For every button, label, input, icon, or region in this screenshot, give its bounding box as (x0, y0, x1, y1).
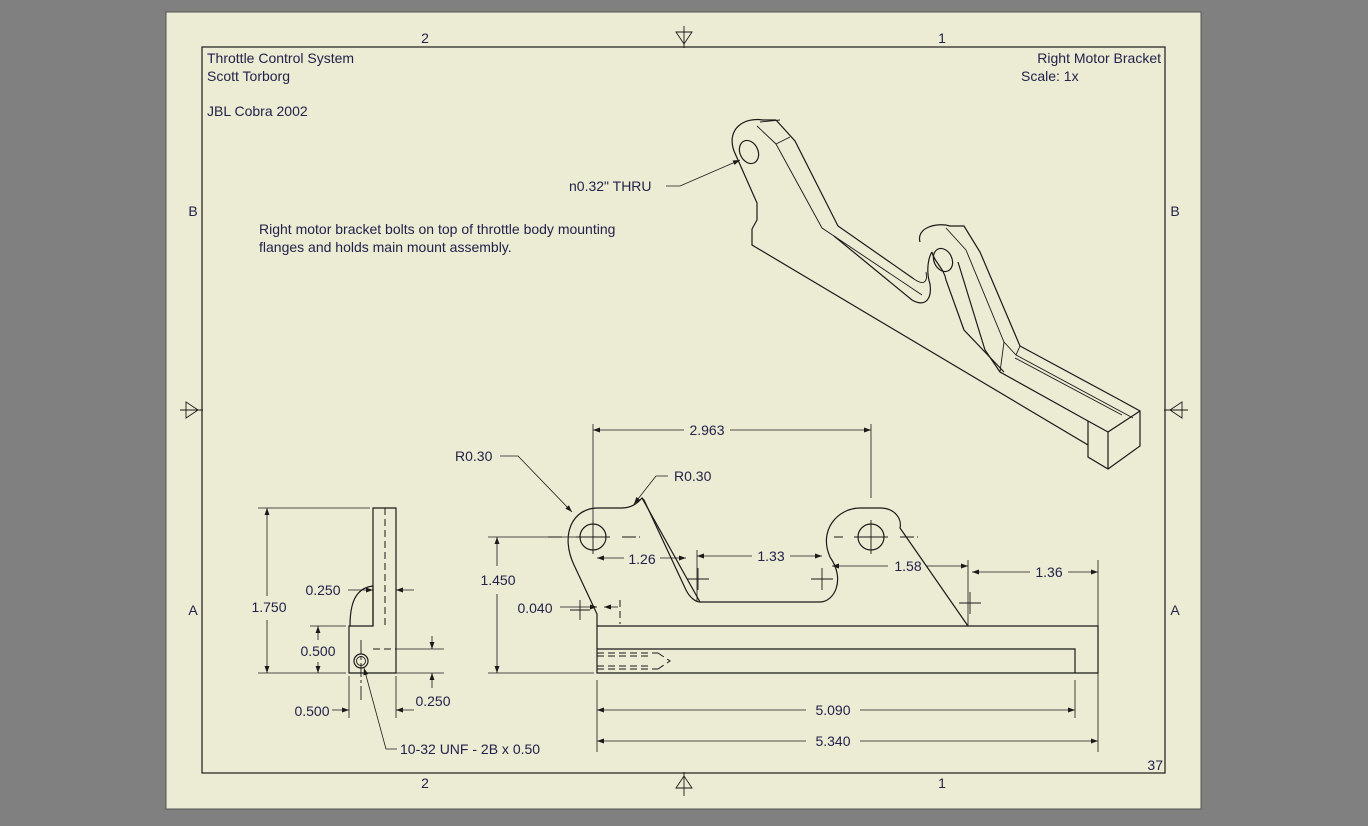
project-title: Throttle Control System (207, 50, 354, 66)
sheet-number: 37 (1147, 757, 1163, 773)
zone-label-bottom-left: 2 (421, 775, 429, 791)
author-name: Scott Torborg (207, 68, 290, 84)
side-dim-0-250-top: 0.250 (305, 582, 340, 598)
isometric-view (731, 118, 1141, 470)
side-dim-0-500-mid: 0.500 (300, 643, 335, 659)
dim-1-33: 1.33 (757, 548, 784, 564)
side-view-dimensions (258, 507, 444, 750)
zone-label-bottom-right: 1 (938, 775, 946, 791)
dim-0-040: 0.040 (517, 600, 552, 616)
organization-label: JBL Cobra 2002 (207, 103, 308, 119)
centering-mark-bottom (675, 772, 693, 796)
dim-radius-left: R0.30 (455, 448, 493, 464)
scale-label: Scale: 1x (1021, 68, 1079, 84)
part-name: Right Motor Bracket (1037, 50, 1161, 66)
centering-mark-right (1164, 401, 1188, 419)
description-note-line2: flanges and holds main mount assembly. (259, 239, 512, 255)
hole-callout-leader (666, 159, 741, 187)
zone-label-top-left: 2 (421, 30, 429, 46)
dim-top-span: 2.963 (689, 422, 724, 438)
dim-1-26: 1.26 (628, 551, 655, 567)
zone-label-left-a: A (188, 602, 198, 618)
centering-mark-top (675, 26, 693, 48)
hole-callout-text: n0.32" THRU (569, 178, 652, 194)
dim-5-090: 5.090 (815, 702, 850, 718)
dim-1-450: 1.450 (480, 572, 515, 588)
side-dim-1-750: 1.750 (251, 599, 286, 615)
dim-5-340: 5.340 (815, 733, 850, 749)
side-dim-0-250-bottom: 0.250 (415, 693, 450, 709)
side-dim-0-500-bottom: 0.500 (294, 703, 329, 719)
paper-sheet (165, 11, 1202, 810)
centering-mark-left (180, 401, 203, 419)
dim-1-36: 1.36 (1035, 564, 1062, 580)
front-view-dimensions (488, 424, 1099, 752)
dim-1-58: 1.58 (894, 558, 921, 574)
dim-radius-right: R0.30 (674, 468, 712, 484)
zone-label-right-a: A (1170, 602, 1180, 618)
front-view (548, 497, 1099, 674)
zone-label-left-b: B (188, 203, 197, 219)
zone-label-top-right: 1 (938, 30, 946, 46)
description-note-line1: Right motor bracket bolts on top of thro… (259, 221, 615, 237)
thread-callout: 10-32 UNF - 2B x 0.50 (400, 741, 540, 757)
zone-label-right-b: B (1170, 203, 1179, 219)
side-view (348, 507, 397, 700)
